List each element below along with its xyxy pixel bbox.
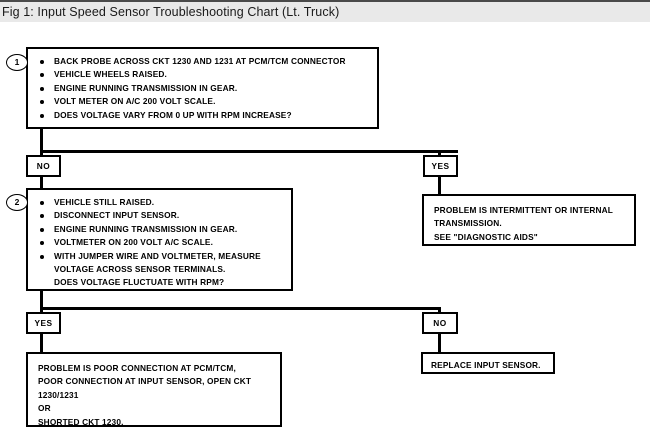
result-line: SEE "DIAGNOSTIC AIDS" bbox=[434, 231, 538, 242]
result-line: OR bbox=[38, 403, 51, 414]
list-item: ENGINE RUNNING TRANSMISSION IN GEAR. bbox=[38, 223, 283, 236]
list-item-continuation: VOLTAGE ACROSS SENSOR TERMINALS. bbox=[54, 264, 226, 275]
result-line: POOR CONNECTION AT INPUT SENSOR, OPEN CK… bbox=[38, 376, 252, 387]
step-1-list: BACK PROBE ACROSS CKT 1230 AND 1231 AT P… bbox=[38, 55, 369, 122]
result-line: SHORTED CKT 1230. bbox=[38, 416, 124, 427]
list-item: VEHICLE STILL RAISED. bbox=[38, 196, 283, 209]
branch-label-step1-no: NO bbox=[26, 155, 61, 177]
connector-step2-yes-tail bbox=[40, 334, 43, 353]
flowchart-canvas: 1 BACK PROBE ACROSS CKT 1230 AND 1231 AT… bbox=[0, 22, 650, 434]
list-item: DOES VOLTAGE VARY FROM 0 UP WITH RPM INC… bbox=[38, 109, 369, 122]
result-box-intermittent: PROBLEM IS INTERMITTENT OR INTERNAL TRAN… bbox=[422, 194, 636, 246]
connector-step1-branch-bar bbox=[40, 150, 458, 153]
step-number-2: 2 bbox=[6, 194, 28, 211]
step-1-box: BACK PROBE ACROSS CKT 1230 AND 1231 AT P… bbox=[26, 47, 379, 129]
result-line: 1230/1231 bbox=[38, 389, 79, 400]
connector-step2-no-down bbox=[438, 307, 441, 314]
list-item: VEHICLE WHEELS RAISED. bbox=[38, 68, 369, 81]
connector-step2-no-tail bbox=[438, 334, 441, 353]
result-line: PROBLEM IS POOR CONNECTION AT PCM/TCM, bbox=[38, 363, 236, 373]
branch-label-step2-yes: YES bbox=[26, 312, 61, 334]
list-item: ENGINE RUNNING TRANSMISSION IN GEAR. bbox=[38, 82, 369, 95]
step-2-box: VEHICLE STILL RAISED. DISCONNECT INPUT S… bbox=[26, 188, 293, 291]
list-item-continuation: DOES VOLTAGE FLUCTUATE WITH RPM? bbox=[54, 277, 225, 288]
connector-step1-down bbox=[40, 129, 43, 155]
list-item: DISCONNECT INPUT SENSOR. bbox=[38, 209, 283, 222]
result-line: TRANSMISSION. bbox=[434, 218, 502, 229]
list-item: VOLTMETER ON 200 VOLT A/C SCALE. bbox=[38, 236, 283, 249]
result-line: PROBLEM IS INTERMITTENT OR INTERNAL bbox=[434, 205, 614, 215]
step-2-list: VEHICLE STILL RAISED. DISCONNECT INPUT S… bbox=[38, 196, 283, 290]
result-box-replace-sensor: REPLACE INPUT SENSOR. bbox=[421, 352, 555, 374]
connector-step1-yes-down bbox=[438, 150, 441, 157]
connector-step2-branch-bar bbox=[40, 307, 440, 310]
figure-title: Fig 1: Input Speed Sensor Troubleshootin… bbox=[2, 5, 340, 19]
result-box-poor-connection: PROBLEM IS POOR CONNECTION AT PCM/TCM, P… bbox=[26, 352, 282, 427]
connector-step2-down bbox=[40, 291, 43, 313]
result-line: REPLACE INPUT SENSOR. bbox=[431, 360, 541, 370]
connector-step1-yes-tail bbox=[438, 177, 441, 194]
step-number-1: 1 bbox=[6, 54, 28, 71]
branch-label-step1-yes: YES bbox=[423, 155, 458, 177]
list-item: BACK PROBE ACROSS CKT 1230 AND 1231 AT P… bbox=[38, 55, 369, 68]
list-item: WITH JUMPER WIRE AND VOLTMETER, MEASURE bbox=[38, 250, 283, 263]
branch-label-step2-no: NO bbox=[422, 312, 458, 334]
connector-step1-no-tail bbox=[40, 177, 43, 190]
figure-title-bar: Fig 1: Input Speed Sensor Troubleshootin… bbox=[0, 0, 650, 22]
list-item: VOLT METER ON A/C 200 VOLT SCALE. bbox=[38, 95, 369, 108]
